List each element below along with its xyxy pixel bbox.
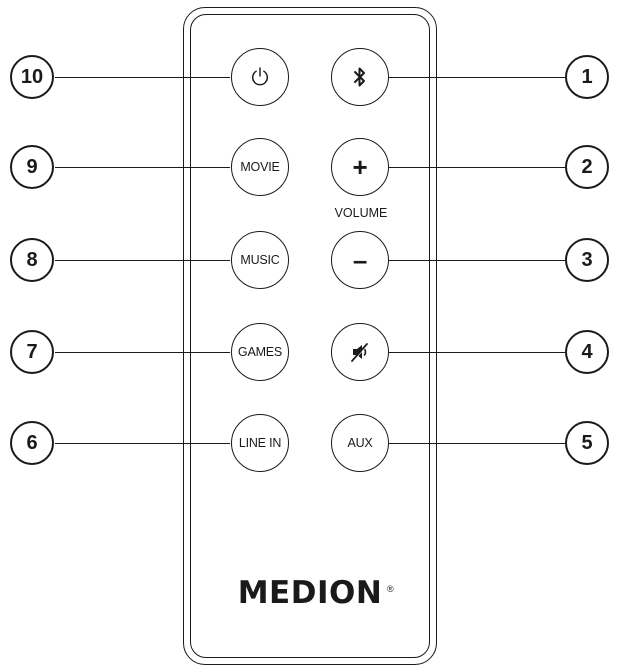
callout-6: 6 (10, 421, 54, 465)
bluetooth-icon (352, 65, 368, 89)
callout-2: 2 (565, 145, 609, 189)
leader-line-8 (55, 260, 230, 261)
leader-line-7 (55, 352, 230, 353)
volume-up-button[interactable]: + (331, 138, 389, 196)
bluetooth-button[interactable] (331, 48, 389, 106)
leader-line-5 (389, 443, 565, 444)
leader-line-3 (389, 260, 565, 261)
callout-number: 7 (26, 340, 38, 363)
leader-line-4 (389, 352, 565, 353)
callout-number: 10 (20, 65, 44, 88)
callout-8: 8 (10, 238, 54, 282)
leader-line-9 (55, 167, 230, 168)
movie-button-label: MOVIE (240, 160, 280, 174)
volume-down-button[interactable]: – (331, 231, 389, 289)
callout-10: 10 (10, 55, 54, 99)
callout-5: 5 (565, 421, 609, 465)
callout-number: 8 (26, 248, 38, 271)
callout-7: 7 (10, 330, 54, 374)
callout-3: 3 (565, 238, 609, 282)
aux-button[interactable]: AUX (331, 414, 389, 472)
leader-line-10 (55, 77, 230, 78)
callout-number: 9 (26, 155, 38, 178)
remote-body-outline (183, 7, 437, 665)
volume-down-label: – (352, 244, 368, 275)
callout-number: 1 (581, 65, 593, 88)
callout-number: 3 (581, 248, 593, 271)
callout-4: 4 (565, 330, 609, 374)
callout-number: 4 (581, 340, 593, 363)
mute-icon (349, 341, 371, 363)
aux-button-label: AUX (347, 436, 373, 450)
music-button-label: MUSIC (240, 253, 280, 267)
line-in-button-label: LINE IN (238, 436, 282, 450)
power-icon (250, 66, 270, 88)
leader-line-6 (55, 443, 230, 444)
callout-9: 9 (10, 145, 54, 189)
volume-up-label: + (352, 151, 368, 182)
callout-number: 2 (581, 155, 593, 178)
leader-line-2 (389, 167, 565, 168)
volume-label: VOLUME (334, 206, 388, 220)
remote-body-inner-outline (190, 14, 430, 658)
games-button-label: GAMES (237, 345, 283, 359)
games-button[interactable]: GAMES (231, 323, 289, 381)
callout-number: 6 (26, 431, 38, 454)
medion-logo: MEDION (237, 575, 383, 611)
power-button[interactable] (231, 48, 289, 106)
leader-line-1 (389, 77, 565, 78)
callout-1: 1 (565, 55, 609, 99)
line-in-button[interactable]: LINE IN (231, 414, 289, 472)
mute-button[interactable] (331, 323, 389, 381)
callout-number: 5 (581, 431, 593, 454)
music-button[interactable]: MUSIC (231, 231, 289, 289)
movie-button[interactable]: MOVIE (231, 138, 289, 196)
registered-mark: ® (387, 584, 394, 594)
